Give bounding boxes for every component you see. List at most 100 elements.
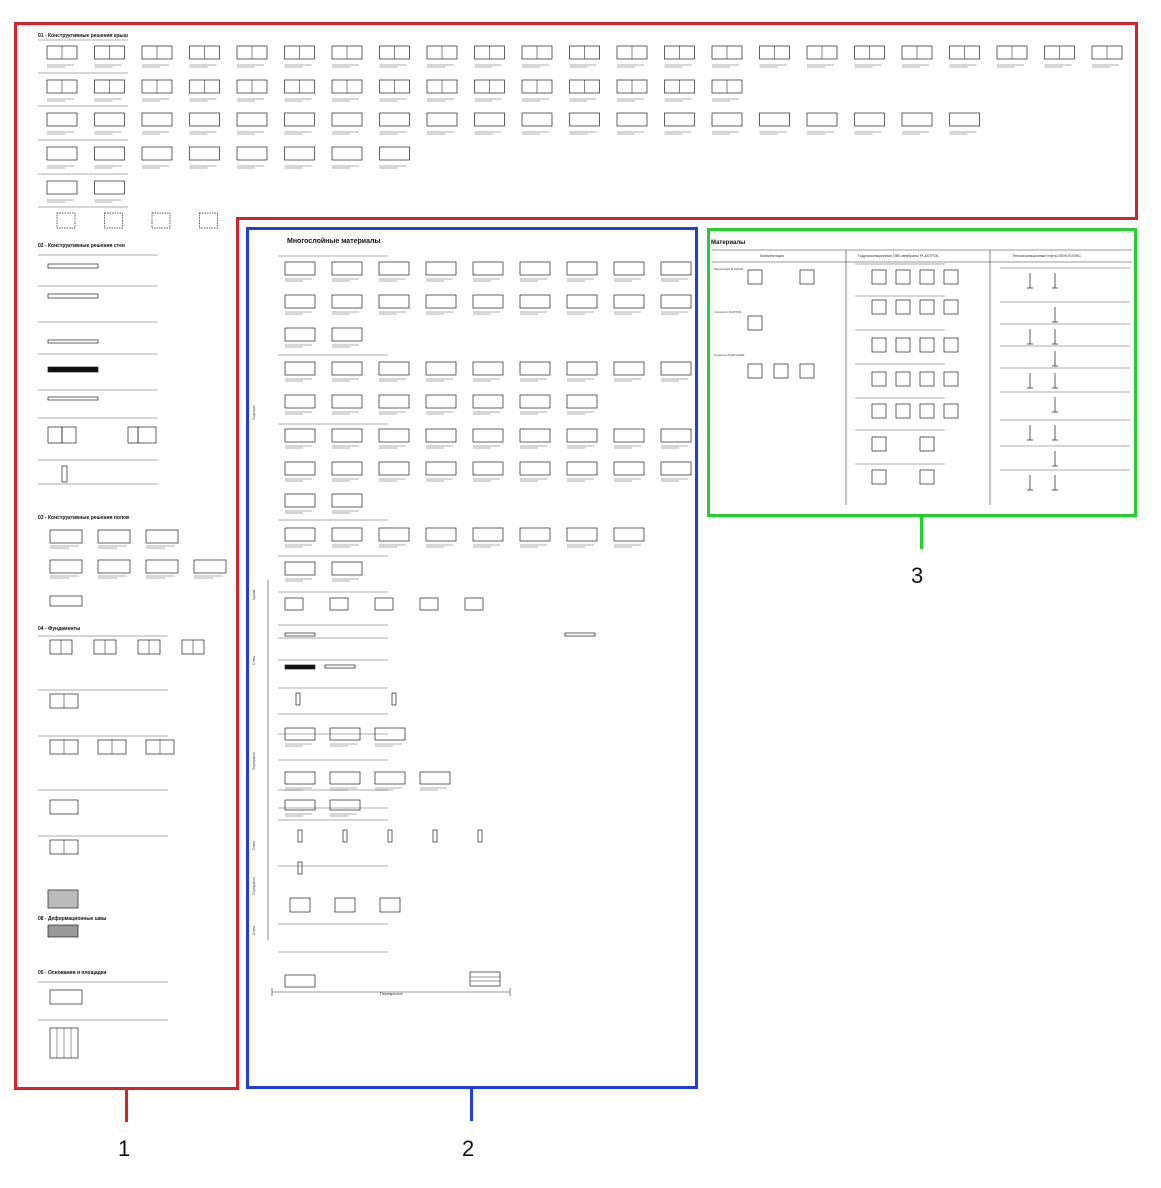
schematic-box xyxy=(284,664,316,670)
schematic-box xyxy=(711,112,743,127)
schematic-box xyxy=(387,829,393,843)
p2-side-label: Стена xyxy=(252,840,256,850)
schematic-box xyxy=(472,361,504,376)
schematic-box xyxy=(519,261,551,276)
schematic-box xyxy=(284,771,316,785)
schematic-box xyxy=(94,112,125,127)
schematic-box xyxy=(378,527,410,542)
schematic-box xyxy=(566,261,598,276)
schematic-box xyxy=(284,561,316,576)
schematic-box xyxy=(660,461,692,476)
schematic-box xyxy=(199,212,218,229)
schematic-box xyxy=(331,527,363,542)
schematic-box xyxy=(895,371,911,387)
schematic-box xyxy=(949,112,980,127)
schematic-box xyxy=(378,428,410,443)
schematic-box xyxy=(799,363,815,379)
schematic-box xyxy=(284,799,316,811)
schematic-box xyxy=(919,269,935,285)
schematic-box xyxy=(236,112,268,127)
schematic-box xyxy=(613,428,645,443)
schematic-box xyxy=(137,426,157,444)
schematic-box xyxy=(46,146,78,161)
p3-col-2: Гидроизоляционные ПВХ-мембраны PLASTFOIL xyxy=(858,254,940,258)
schematic-box xyxy=(324,664,356,669)
schematic-box xyxy=(47,366,99,373)
schematic-box xyxy=(901,112,933,127)
schematic-box xyxy=(871,269,887,285)
schematic-box xyxy=(49,799,79,815)
schematic-box xyxy=(519,361,551,376)
schematic-box xyxy=(49,559,83,574)
schematic-box xyxy=(378,394,410,409)
schematic-box xyxy=(97,559,131,574)
schematic-box xyxy=(374,727,406,741)
schematic-box xyxy=(919,299,935,315)
schematic-box xyxy=(519,294,551,309)
schematic-box xyxy=(432,829,438,843)
schematic-box xyxy=(391,692,397,706)
schematic-box xyxy=(474,112,505,127)
schematic-box xyxy=(519,428,551,443)
schematic-box xyxy=(141,112,173,127)
schematic-box xyxy=(871,436,887,452)
schematic-box xyxy=(919,337,935,353)
schematic-box xyxy=(47,889,79,909)
schematic-box xyxy=(871,469,887,485)
schematic-box xyxy=(94,180,125,195)
schematic-box xyxy=(297,861,303,875)
schematic-box xyxy=(49,989,83,1005)
schematic-box xyxy=(329,799,361,811)
schematic-box xyxy=(566,394,598,409)
schematic-box xyxy=(47,924,79,938)
schematic-box xyxy=(151,212,171,229)
schematic-box xyxy=(104,212,123,229)
schematic-box xyxy=(919,371,935,387)
schematic-box xyxy=(329,771,361,785)
schematic-box xyxy=(660,361,692,376)
callout-label-2: 2 xyxy=(462,1136,475,1161)
schematic-box xyxy=(521,112,553,127)
schematic-box xyxy=(747,315,763,331)
schematic-box xyxy=(297,829,303,843)
schematic-box xyxy=(331,394,363,409)
schematic-box xyxy=(419,771,451,785)
schematic-box xyxy=(472,294,504,309)
schematic-box xyxy=(189,112,220,127)
schematic-box xyxy=(519,527,551,542)
schematic-box xyxy=(425,261,457,276)
schematic-box xyxy=(613,361,645,376)
schematic-box xyxy=(566,527,598,542)
region-1-step xyxy=(236,217,1138,220)
schematic-box xyxy=(660,428,692,443)
schematic-box xyxy=(895,299,911,315)
schematic-box xyxy=(943,269,959,285)
schematic-box xyxy=(145,559,179,574)
schematic-box xyxy=(331,428,363,443)
p1-section-walls: 02 - Конструктивные решения стен xyxy=(38,243,125,249)
schematic-box xyxy=(331,561,363,576)
schematic-box xyxy=(566,461,598,476)
schematic-box xyxy=(806,112,838,127)
p3-left-row-2: Стеклохолст PLASTFOIL xyxy=(714,311,742,314)
schematic-box xyxy=(331,327,363,342)
schematic-box xyxy=(374,771,406,785)
schematic-box xyxy=(127,426,139,444)
schematic-box xyxy=(331,146,363,161)
schematic-box xyxy=(47,396,99,401)
schematic-box xyxy=(284,428,316,443)
region-3-outline xyxy=(707,228,1137,517)
schematic-box xyxy=(425,527,457,542)
schematic-box xyxy=(145,529,179,544)
schematic-box xyxy=(331,461,363,476)
callout-line-3 xyxy=(920,517,923,549)
schematic-box xyxy=(613,261,645,276)
p1-section-foundations: 04 - Фундаменты xyxy=(38,626,81,632)
schematic-box xyxy=(284,727,316,741)
schematic-box xyxy=(919,469,935,485)
callout-line-1 xyxy=(125,1090,128,1122)
callout-label-1: 1 xyxy=(118,1136,131,1161)
schematic-box xyxy=(378,261,410,276)
p3-col-1: Комплектация xyxy=(760,254,784,258)
